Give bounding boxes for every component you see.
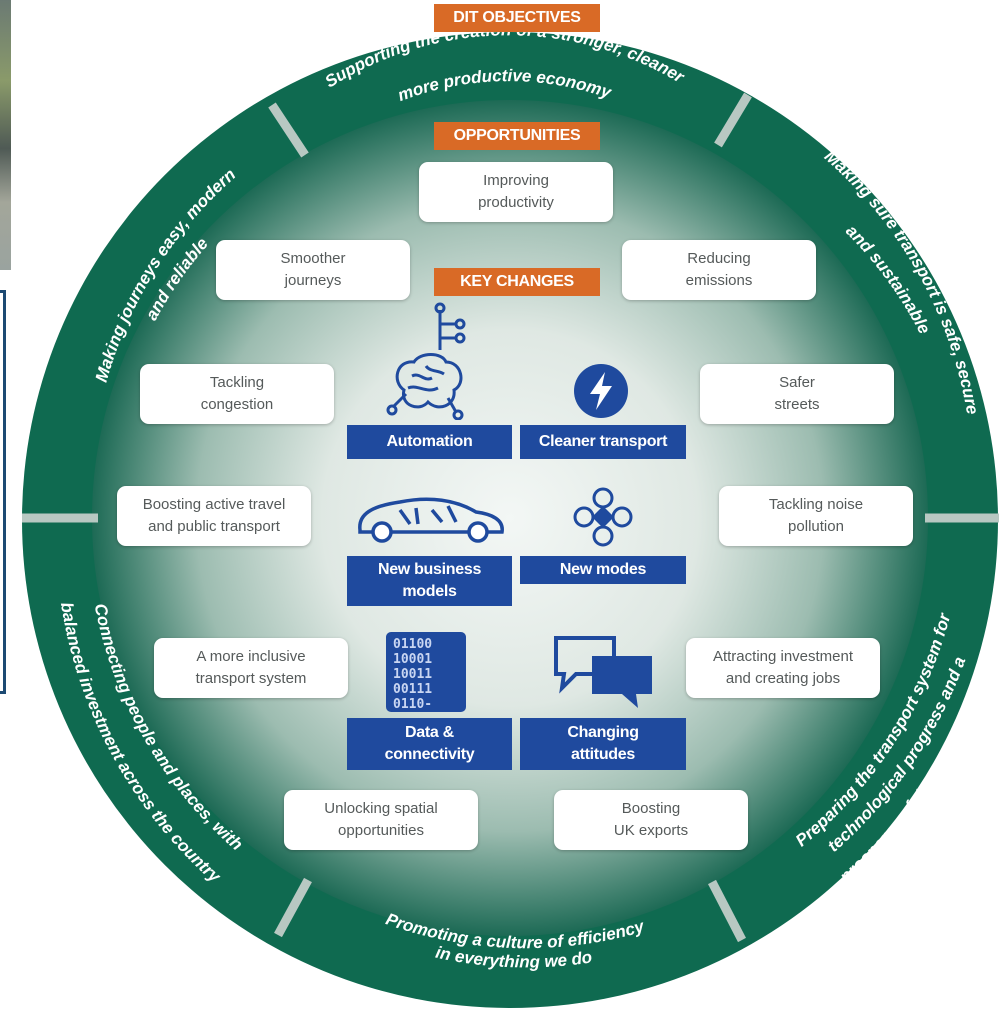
opportunity-unlocking-spatial: Unlocking spatial opportunities [284,790,478,850]
key-change-cleaner-transport: Cleaner transport [520,425,686,459]
brain-circuit-icon [386,302,466,420]
background-photo-strip [0,0,11,270]
adjacent-text-frame [0,290,6,694]
binary-line-1: 01100 [393,637,432,652]
opportunity-tackling-noise-pollution: Tackling noise pollution [719,486,913,546]
opportunity-boosting-uk-exports: Boosting UK exports [554,790,748,850]
binary-line-5: 0110- [393,697,432,712]
drone-icon [573,487,633,547]
lightning-icon [574,364,628,418]
inner-circle [92,100,928,936]
opportunities-tag: OPPORTUNITIES [434,122,600,150]
binary-data-icon: 01100 10001 10011 00111 0110- [386,632,466,712]
binary-line-3: 10011 [393,667,432,682]
key-changes-tag: KEY CHANGES [434,268,600,296]
opportunity-boosting-active-travel: Boosting active travel and public transp… [117,486,311,546]
binary-line-4: 00111 [393,682,432,697]
key-change-automation: Automation [347,425,512,459]
key-change-changing-attitudes: Changing attitudes [520,718,686,770]
opportunity-inclusive-transport: A more inclusive transport system [154,638,348,698]
key-change-new-modes: New modes [520,556,686,584]
car-icon [358,497,504,543]
opportunity-improving-productivity: Improving productivity [419,162,613,222]
binary-line-2: 10001 [393,652,432,667]
ring-dividers [22,92,999,943]
key-change-new-business-models: New business models [347,556,512,606]
opportunity-smoother-journeys: Smoother journeys [216,240,410,300]
opportunity-attracting-investment: Attracting investment and creating jobs [686,638,880,698]
opportunity-reducing-emissions: Reducing emissions [622,240,816,300]
dit-objectives-tag: DIT OBJECTIVES [434,4,600,32]
speech-bubbles-icon [554,636,652,708]
opportunity-safer-streets: Safer streets [700,364,894,424]
opportunity-tackling-congestion: Tackling congestion [140,364,334,424]
key-change-data-connectivity: Data & connectivity [347,718,512,770]
